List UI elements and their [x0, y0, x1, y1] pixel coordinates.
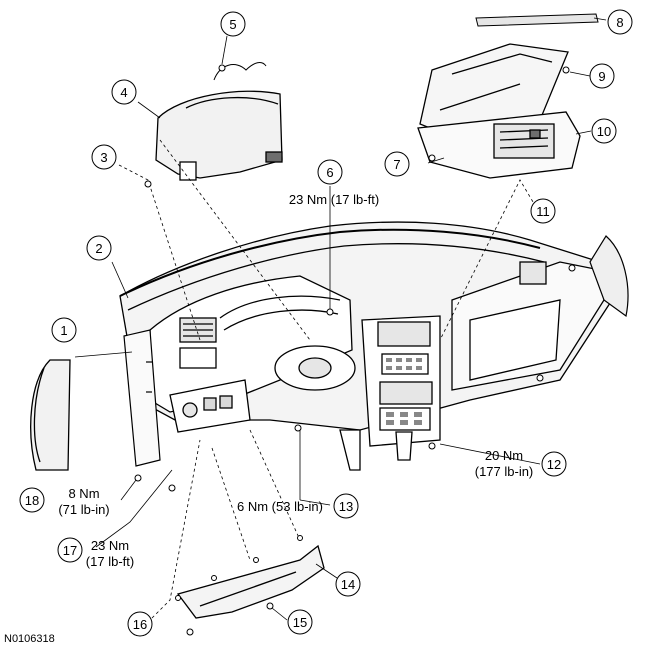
callout-9: 9 — [589, 63, 615, 89]
torque-spec-17-b: (17 lb-ft) — [86, 554, 134, 569]
svg-text:8: 8 — [616, 15, 623, 30]
callout-15: 15 — [287, 609, 313, 635]
svg-text:2: 2 — [95, 241, 102, 256]
svg-text:12: 12 — [547, 457, 561, 472]
clip — [211, 575, 217, 581]
callout-1: 1 — [51, 317, 77, 343]
figure-id: N0106318 — [4, 633, 55, 645]
svg-text:16: 16 — [133, 617, 147, 632]
screw — [428, 154, 436, 162]
right-end-panel — [589, 235, 629, 318]
screw — [144, 180, 152, 188]
defroster-grille-strip — [475, 13, 599, 27]
torque-spec-18-a: 8 Nm — [68, 486, 99, 501]
callout-8: 8 — [607, 9, 633, 35]
clip — [175, 595, 181, 601]
bolt — [428, 442, 436, 450]
svg-text:9: 9 — [598, 69, 605, 84]
svg-text:11: 11 — [536, 204, 550, 219]
callout-4: 4 — [111, 79, 137, 105]
cluster-finish-panel — [155, 90, 283, 181]
bolt — [536, 374, 544, 382]
callout-18: 18 — [19, 487, 45, 513]
svg-text:4: 4 — [120, 85, 127, 100]
callout-2: 2 — [86, 235, 112, 261]
torque-specs: 23 Nm (17 lb-ft) 20 Nm (177 lb-in) 6 Nm … — [58, 192, 533, 569]
radio-buttons — [386, 358, 422, 425]
fasteners — [134, 64, 576, 636]
torque-spec-12-a: 20 Nm — [485, 448, 523, 463]
callouts: 1 2 3 4 5 6 7 8 9 10 11 12 13 14 15 16 1… — [19, 9, 633, 637]
callout-7: 7 — [384, 151, 410, 177]
callout-6: 6 — [317, 159, 343, 185]
callout-11: 11 — [530, 198, 556, 224]
leader-lines — [74, 17, 607, 621]
svg-text:18: 18 — [25, 493, 39, 508]
bolt — [168, 484, 176, 492]
bolt — [326, 308, 334, 316]
screw — [266, 602, 274, 610]
svg-text:14: 14 — [341, 577, 355, 592]
side-trim-bracket — [123, 329, 161, 467]
torque-spec-12-b: (177 lb-in) — [475, 464, 534, 479]
svg-text:15: 15 — [293, 615, 307, 630]
clip — [297, 535, 303, 541]
svg-text:17: 17 — [63, 543, 77, 558]
center-vent-assembly — [417, 111, 581, 179]
bolt — [568, 264, 576, 272]
steering-column-lower-cover — [176, 544, 325, 619]
screw — [218, 64, 226, 72]
callout-10: 10 — [591, 118, 617, 144]
callout-3: 3 — [91, 144, 117, 170]
svg-text:5: 5 — [229, 17, 236, 32]
bolt — [294, 424, 302, 432]
clip — [253, 557, 259, 563]
svg-text:13: 13 — [339, 499, 353, 514]
torque-spec-13: 6 Nm (53 lb-in) — [237, 499, 323, 514]
svg-text:3: 3 — [100, 150, 107, 165]
callout-16: 16 — [127, 611, 153, 637]
callout-13: 13 — [333, 493, 359, 519]
callout-14: 14 — [335, 571, 361, 597]
torque-spec-6: 23 Nm (17 lb-ft) — [289, 192, 379, 207]
callout-12: 12 — [541, 451, 567, 477]
svg-text:10: 10 — [597, 124, 611, 139]
torque-spec-18-b: (71 lb-in) — [58, 502, 109, 517]
torque-spec-17-a: 23 Nm — [91, 538, 129, 553]
screw — [134, 474, 142, 482]
callout-5: 5 — [220, 11, 246, 37]
left-end-panel — [30, 359, 71, 471]
screw — [186, 628, 194, 636]
svg-text:6: 6 — [326, 165, 333, 180]
svg-text:1: 1 — [60, 323, 67, 338]
callout-17: 17 — [57, 537, 83, 563]
instrument-panel-body — [119, 221, 613, 471]
screw — [562, 66, 570, 74]
svg-text:7: 7 — [393, 157, 400, 172]
